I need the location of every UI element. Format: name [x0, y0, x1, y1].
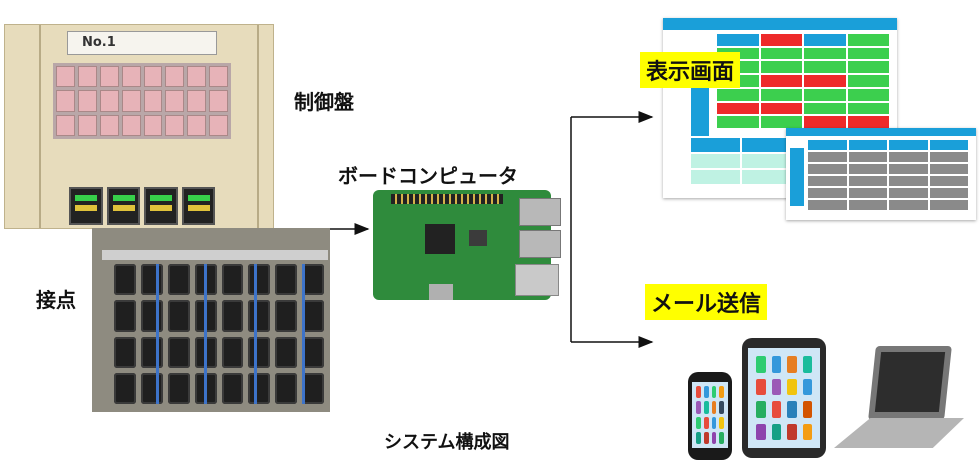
board-computer-image — [373, 190, 561, 300]
board-computer-label: ボードコンピュータ — [338, 164, 518, 188]
smartphone-icon — [688, 372, 732, 460]
contacts-label: 接点 — [36, 288, 76, 312]
panel-nameplate: No.1 — [67, 31, 217, 55]
display-screen-label: 表示画面 — [640, 52, 741, 88]
display-screen-1 — [663, 18, 897, 198]
diagram-caption: システム構成図 — [384, 432, 510, 453]
control-panel-label: 制御盤 — [294, 90, 354, 114]
tablet-icon — [742, 338, 826, 458]
email-label: メール送信 — [645, 284, 768, 320]
digital-meters — [69, 187, 215, 225]
display-screen-2 — [786, 128, 976, 220]
relay-contacts-photo — [92, 228, 330, 412]
annunciator-panel — [53, 63, 231, 139]
control-panel-photo: No.1 — [4, 24, 274, 229]
